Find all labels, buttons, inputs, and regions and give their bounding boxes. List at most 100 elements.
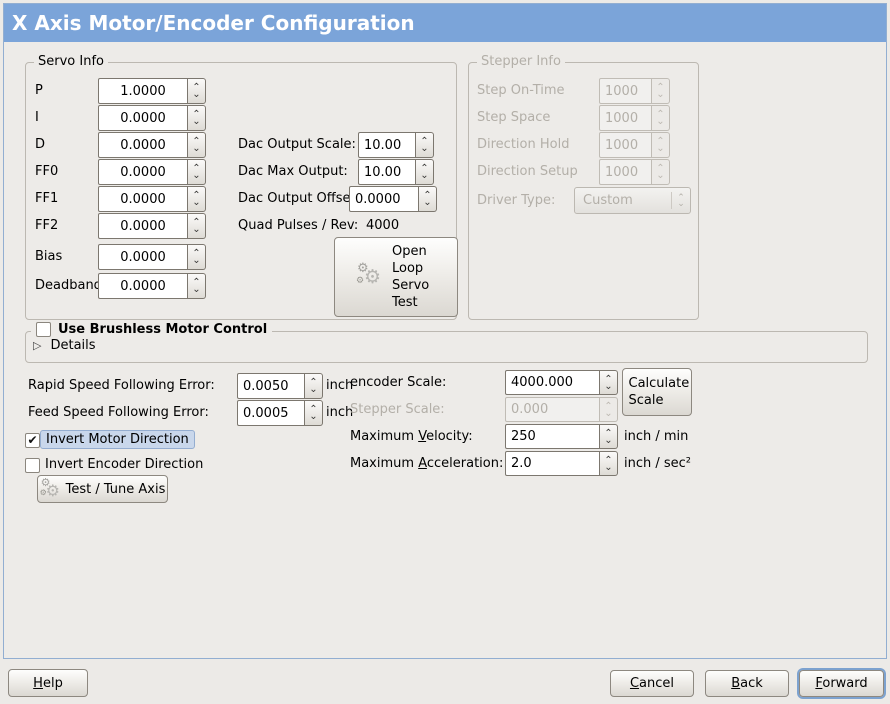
deadband-spinner[interactable]: ⌃⌄: [188, 273, 206, 299]
gears-icon: ⚙⚙⚙: [356, 261, 382, 288]
direction-setup-spinbox: 1000 ⌃⌄: [599, 159, 670, 185]
calculate-scale-button[interactable]: Calculate Scale: [622, 368, 692, 416]
details-label: Details: [50, 338, 96, 353]
driver-type-label: Driver Type:: [477, 193, 556, 208]
ff2-input[interactable]: 0.0000: [98, 213, 188, 239]
test-tune-axis-label: Test / Tune Axis: [65, 481, 166, 497]
spin-up-icon: ⌃: [192, 190, 201, 201]
feed-following-error-input[interactable]: 0.0005: [237, 400, 305, 426]
i-label: I: [35, 110, 39, 125]
p-spinner[interactable]: ⌃⌄: [188, 78, 206, 104]
spin-down-icon: ⌄: [656, 143, 665, 154]
details-expander[interactable]: ▷ Details: [33, 338, 96, 353]
dac-output-offset-spinner[interactable]: ⌃⌄: [419, 186, 437, 212]
spin-down-icon: ⌄: [192, 224, 201, 235]
brushless-legend: Use Brushless Motor Control: [31, 322, 273, 337]
page-content: Servo Info P 1.0000 ⌃⌄ I 0.0000 ⌃⌄ D 0.0…: [4, 42, 886, 658]
i-input[interactable]: 0.0000: [98, 105, 188, 131]
rapid-following-error-input[interactable]: 0.0050: [237, 373, 305, 399]
ff2-spinner[interactable]: ⌃⌄: [188, 213, 206, 239]
i-spinbox: 0.0000 ⌃⌄: [98, 105, 206, 131]
d-input[interactable]: 0.0000: [98, 132, 188, 158]
spin-down-icon: ⌄: [423, 197, 432, 208]
open-loop-servo-test-button[interactable]: ⚙⚙⚙ Open Loop Servo Test: [334, 237, 458, 317]
ff1-spinner[interactable]: ⌃⌄: [188, 186, 206, 212]
spin-down-icon: ⌄: [309, 411, 318, 422]
dac-output-offset-input[interactable]: 0.0000: [349, 186, 419, 212]
spin-down-icon: ⌄: [604, 407, 613, 419]
feed-following-error-unit: inch: [326, 405, 354, 420]
cancel-button[interactable]: Cancel: [610, 670, 694, 697]
i-spinner[interactable]: ⌃⌄: [188, 105, 206, 131]
spin-up-icon: ⌃: [192, 163, 201, 174]
direction-hold-spinbox: 1000 ⌃⌄: [599, 132, 670, 158]
encoder-scale-input[interactable]: 4000.000: [505, 370, 600, 395]
ff0-input[interactable]: 0.0000: [98, 159, 188, 185]
step-space-label: Step Space: [477, 110, 551, 125]
invert-motor-direction-label[interactable]: Invert Motor Direction: [40, 430, 195, 449]
bias-input[interactable]: 0.0000: [98, 244, 188, 270]
step-space-input: 1000: [599, 105, 652, 131]
page-title: X Axis Motor/Encoder Configuration: [4, 4, 886, 42]
spin-down-icon: ⌄: [656, 170, 665, 181]
maximum-velocity-label: Maximum Velocity:: [350, 429, 473, 444]
direction-setup-spinner: ⌃⌄: [652, 159, 670, 185]
dac-max-output-spinbox: 10.00 ⌃⌄: [358, 159, 434, 185]
stepper-info-legend: Stepper Info: [477, 54, 565, 69]
dac-max-output-input[interactable]: 10.00: [358, 159, 416, 185]
invert-encoder-direction-label[interactable]: Invert Encoder Direction: [45, 457, 204, 472]
feed-following-error-spinbox: 0.0005 ⌃⌄: [237, 400, 323, 426]
ff1-input[interactable]: 0.0000: [98, 186, 188, 212]
driver-type-combobox: Custom ⌃⌄: [574, 187, 691, 214]
dac-max-output-spinner[interactable]: ⌃⌄: [416, 159, 434, 185]
dac-output-scale-spinner[interactable]: ⌃⌄: [416, 132, 434, 158]
encoder-scale-spinner[interactable]: ⌃⌄: [600, 370, 618, 395]
d-spinner[interactable]: ⌃⌄: [188, 132, 206, 158]
ff1-label: FF1: [35, 191, 59, 206]
bias-spinner[interactable]: ⌃⌄: [188, 244, 206, 270]
direction-hold-spinner: ⌃⌄: [652, 132, 670, 158]
use-brushless-checkbox[interactable]: [36, 322, 51, 337]
ff0-spinner[interactable]: ⌃⌄: [188, 159, 206, 185]
direction-setup-label: Direction Setup: [477, 164, 578, 179]
spin-up-icon: ⌃: [192, 82, 201, 93]
spin-down-icon: ⌄: [192, 284, 201, 295]
spin-down-icon: ⌄: [604, 434, 613, 446]
stepper-scale-label: Stepper Scale:: [350, 402, 445, 417]
test-tune-axis-button[interactable]: ⚙⚙⚙ Test / Tune Axis: [37, 475, 168, 503]
servo-info-frame: Servo Info P 1.0000 ⌃⌄ I 0.0000 ⌃⌄ D 0.0…: [25, 54, 458, 320]
maximum-velocity-spinner[interactable]: ⌃⌄: [600, 424, 618, 449]
rapid-following-error-unit: inch: [326, 378, 354, 393]
invert-motor-direction-checkbox[interactable]: [25, 433, 40, 448]
step-space-spinner: ⌃⌄: [652, 105, 670, 131]
help-button[interactable]: Help: [8, 669, 88, 697]
spin-down-icon: ⌄: [192, 89, 201, 100]
feed-following-error-spinner[interactable]: ⌃⌄: [305, 400, 323, 426]
back-button[interactable]: Back: [705, 670, 789, 697]
spin-down-icon: ⌄: [309, 384, 318, 395]
servo-info-legend: Servo Info: [34, 54, 108, 69]
dac-output-scale-input[interactable]: 10.00: [358, 132, 416, 158]
maximum-acceleration-input[interactable]: 2.0: [505, 451, 600, 476]
use-brushless-label: Use Brushless Motor Control: [58, 322, 268, 337]
feed-following-error-label: Feed Speed Following Error:: [28, 405, 209, 420]
deadband-input[interactable]: 0.0000: [98, 273, 188, 299]
maximum-velocity-input[interactable]: 250: [505, 424, 600, 449]
maximum-acceleration-spinner[interactable]: ⌃⌄: [600, 451, 618, 476]
d-spinbox: 0.0000 ⌃⌄: [98, 132, 206, 158]
ff2-spinbox: 0.0000 ⌃⌄: [98, 213, 206, 239]
maximum-velocity-unit: inch / min: [624, 429, 689, 444]
step-on-time-spinbox: 1000 ⌃⌄: [599, 78, 670, 104]
forward-button[interactable]: Forward: [799, 670, 884, 697]
p-label: P: [35, 83, 43, 98]
spin-up-icon: ⌃: [604, 427, 613, 439]
rapid-following-error-spinner[interactable]: ⌃⌄: [305, 373, 323, 399]
deadband-spinbox: 0.0000 ⌃⌄: [98, 273, 206, 299]
p-input[interactable]: 1.0000: [98, 78, 188, 104]
invert-encoder-direction-checkbox[interactable]: [25, 458, 40, 473]
p-spinbox: 1.0000 ⌃⌄: [98, 78, 206, 104]
spin-down-icon: ⌄: [192, 116, 201, 127]
spin-up-icon: ⌃: [656, 136, 665, 147]
spin-down-icon: ⌄: [420, 170, 429, 181]
